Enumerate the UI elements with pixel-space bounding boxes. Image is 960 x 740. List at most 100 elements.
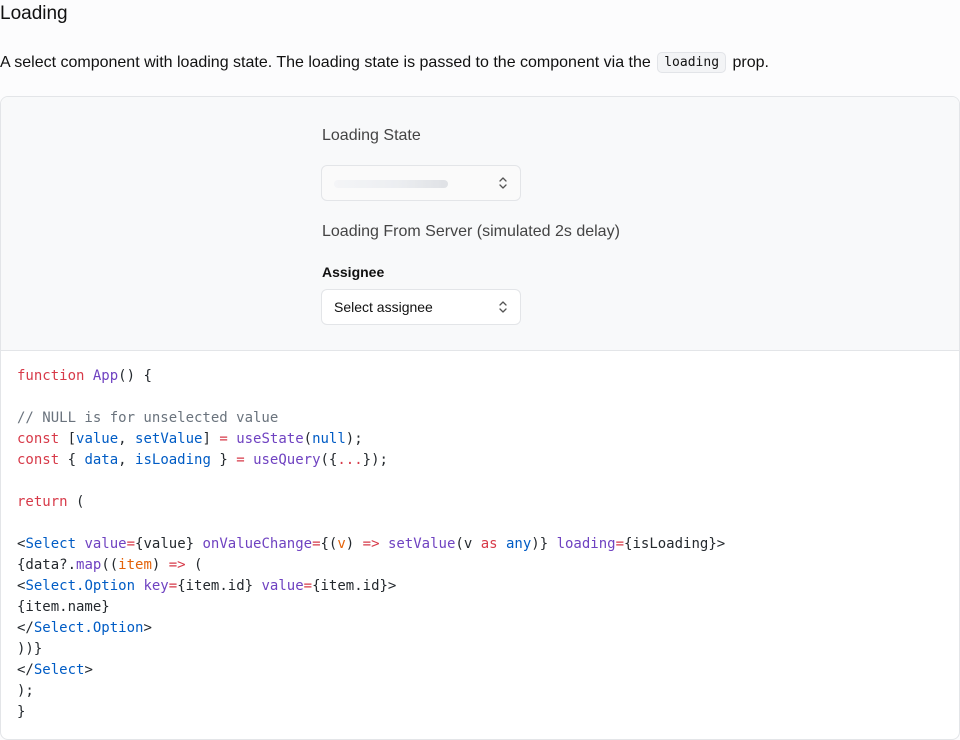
code-block: function App() { // NULL is for unselecte…	[17, 366, 725, 723]
chevron-up-down-icon	[499, 177, 507, 189]
code-token: useState	[236, 431, 304, 447]
code-token: =>	[168, 557, 186, 573]
code-token: <	[17, 536, 26, 552]
code-token: isLoading	[135, 452, 211, 468]
assignee-select[interactable]: Select assignee	[321, 289, 521, 325]
code-token: return	[17, 494, 68, 510]
code-token: const	[17, 452, 60, 468]
code-token: ,	[118, 452, 136, 468]
code-token: data	[84, 452, 119, 468]
code-token: value	[261, 578, 304, 594]
code-token: key	[143, 578, 169, 594]
code-token: {item.id}	[177, 578, 262, 594]
code-token: }	[210, 452, 237, 468]
code-line: function App() {	[17, 366, 725, 387]
code-line: </Select>	[17, 660, 725, 681]
loading-skeleton	[334, 180, 448, 188]
code-token: ]	[202, 431, 220, 447]
code-token: null	[312, 431, 346, 447]
code-token: );	[345, 431, 363, 447]
code-token: () {	[118, 368, 152, 384]
code-token: function	[17, 368, 85, 384]
code-token: loading	[556, 536, 616, 552]
code-token: value	[76, 431, 119, 447]
code-token: </	[17, 620, 34, 636]
code-token: {	[59, 452, 85, 468]
code-token: });	[362, 452, 388, 468]
loading-state-label: Loading State	[322, 127, 421, 144]
code-token: >	[84, 662, 93, 678]
code-token: ({	[320, 452, 338, 468]
code-comment: // NULL is for unselected value	[17, 410, 279, 426]
code-line: </Select.Option>	[17, 618, 725, 639]
code-token: Select	[25, 536, 77, 552]
code-line-empty	[17, 387, 725, 408]
loading-prop-code: loading	[657, 52, 727, 73]
code-line: const [value, setValue] = useState(null)…	[17, 429, 725, 450]
code-token: Select.Option	[25, 578, 136, 594]
code-token: =	[312, 536, 321, 552]
code-token: >	[143, 620, 152, 636]
code-token: any	[505, 536, 532, 552]
description-text: A select component with loading state. T…	[0, 54, 651, 71]
example-panel: Loading State Loading From Server (simul…	[0, 96, 960, 740]
code-token: Select.Option	[33, 620, 144, 636]
code-token: ,	[118, 431, 136, 447]
section-title: Loading	[0, 3, 68, 24]
code-line: return (	[17, 492, 725, 513]
code-token	[380, 536, 388, 552]
assignee-placeholder: Select assignee	[334, 299, 433, 315]
code-token: {data?.	[17, 557, 77, 573]
code-token: {item.name}	[17, 599, 110, 615]
code-token: setValue	[135, 431, 203, 447]
section-description: A select component with loading state. T…	[0, 51, 769, 75]
code-token: value	[84, 536, 127, 552]
code-token: onValueChange	[202, 536, 313, 552]
code-token: (	[185, 557, 203, 573]
code-token: =	[303, 578, 313, 594]
code-token: useQuery	[253, 452, 321, 468]
code-token: {value}	[135, 536, 203, 552]
code-line: {data?.map((item) => (	[17, 555, 725, 576]
loading-state-select[interactable]	[321, 165, 521, 201]
code-line-empty	[17, 513, 725, 534]
code-token	[245, 452, 253, 468]
code-token: </	[17, 662, 34, 678]
code-token	[498, 536, 506, 552]
code-token: =	[126, 536, 136, 552]
code-token: item	[118, 557, 152, 573]
code-token: }	[17, 704, 26, 720]
code-token: =	[236, 452, 245, 468]
code-token	[84, 368, 92, 384]
code-token: {(	[320, 536, 338, 552]
code-line: <Select.Option key={item.id} value={item…	[17, 576, 725, 597]
code-token	[228, 431, 236, 447]
preview-area: Loading State Loading From Server (simul…	[1, 97, 959, 351]
code-token: ))}	[17, 641, 43, 657]
code-token: ...	[337, 452, 363, 468]
assignee-label: Assignee	[322, 264, 385, 280]
code-line: );	[17, 681, 725, 702]
code-line: <Select value={value} onValueChange={(v)…	[17, 534, 725, 555]
code-token: =	[615, 536, 625, 552]
server-loading-label: Loading From Server (simulated 2s delay)	[322, 223, 620, 240]
code-token: setValue	[387, 536, 456, 552]
code-token: (	[303, 431, 313, 447]
code-token: map	[76, 557, 102, 573]
code-line: // NULL is for unselected value	[17, 408, 725, 429]
code-line: const { data, isLoading } = useQuery({..…	[17, 450, 725, 471]
code-token: const	[17, 431, 60, 447]
code-line-empty	[17, 471, 725, 492]
code-token: <	[17, 578, 26, 594]
code-token: )}	[531, 536, 557, 552]
code-area: function App() { // NULL is for unselecte…	[1, 351, 959, 739]
code-token: =	[219, 431, 228, 447]
code-token: {item.id}>	[312, 578, 397, 594]
code-line: {item.name}	[17, 597, 725, 618]
code-token: ((	[101, 557, 119, 573]
code-token: [	[59, 431, 77, 447]
code-token: as	[480, 536, 498, 552]
code-token: (v	[455, 536, 481, 552]
code-line: ))}	[17, 639, 725, 660]
